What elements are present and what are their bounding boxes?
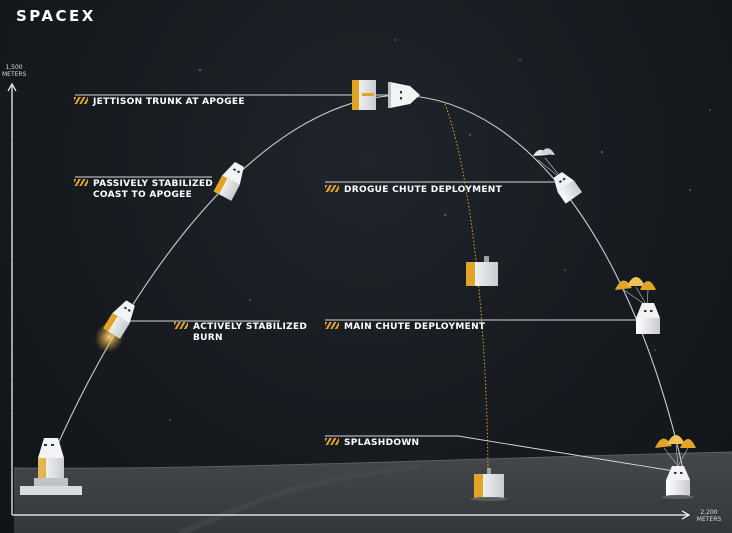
hatch-mark: [74, 97, 88, 104]
y-axis-max-value: 1,500: [5, 64, 23, 71]
spacex-logo: SPACEX: [16, 7, 96, 25]
axis-ticks: [11, 109, 13, 471]
drogue-capsule-icon: [553, 172, 583, 204]
main-chutes-icon: [615, 277, 656, 307]
label-actively-stabilized: ACTIVELY STABILIZED BURN: [174, 322, 307, 344]
label-main-chute: MAIN CHUTE DEPLOYMENT: [325, 322, 485, 333]
launch-pad-icon: [20, 438, 82, 495]
label-line: JETTISON TRUNK AT APOGEE: [93, 97, 245, 107]
label-line: DROGUE CHUTE DEPLOYMENT: [344, 185, 503, 195]
label-drogue-chute: DROGUE CHUTE DEPLOYMENT: [325, 185, 502, 196]
x-axis-max: 2,200 METERS: [694, 509, 724, 523]
hatch-mark: [74, 179, 88, 186]
apogee-capsule-icon: [388, 82, 420, 108]
trunk-trajectory: [444, 103, 489, 476]
splashdown-capsule-icon: [662, 466, 694, 499]
label-line: SPLASHDOWN: [344, 438, 420, 448]
label-leaders: [75, 94, 681, 473]
x-axis-unit: METERS: [696, 516, 722, 523]
falling-trunk-icon: [466, 256, 498, 286]
label-line: BURN: [193, 333, 223, 343]
label-line: ACTIVELY STABILIZED: [193, 322, 308, 332]
x-axis-max-value: 2,200: [700, 509, 718, 516]
label-jettison-trunk: JETTISON TRUNK AT APOGEE: [74, 97, 245, 108]
burn-capsule-icon: [94, 300, 135, 353]
label-line: MAIN CHUTE DEPLOYMENT: [344, 322, 486, 332]
label-splashdown: SPLASHDOWN: [325, 438, 419, 449]
y-axis-unit: METERS: [2, 71, 27, 78]
hatch-mark: [174, 322, 188, 329]
label-line: PASSIVELY STABILIZED: [93, 179, 214, 189]
stars: [114, 39, 711, 421]
water-surface: [14, 452, 732, 533]
hatch-mark: [325, 322, 339, 329]
splashdown-chutes-icon: [655, 435, 696, 467]
label-line: COAST TO APOGEE: [93, 190, 193, 200]
y-axis-max: 1,500 METERS: [2, 64, 26, 78]
hatch-mark: [325, 185, 339, 192]
axes: [7, 82, 691, 520]
coast-capsule-icon: [213, 161, 244, 201]
capsule-trajectory: [49, 94, 686, 479]
hatch-mark: [325, 438, 339, 445]
jettisoned-trunk-icon: [352, 80, 376, 110]
main-chute-capsule-icon: [636, 303, 660, 334]
trunk-in-water-icon: [470, 468, 508, 501]
label-passively-stabilized: PASSIVELY STABILIZED COAST TO APOGEE: [74, 179, 213, 201]
